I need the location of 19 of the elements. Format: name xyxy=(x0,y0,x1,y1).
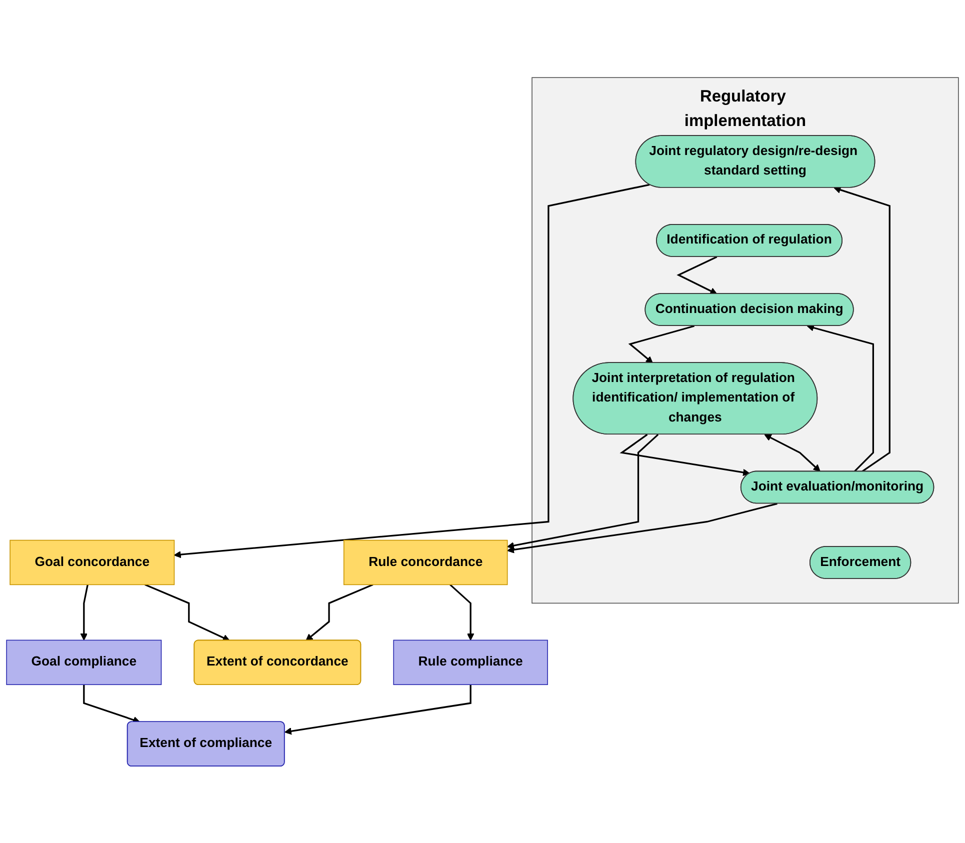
node-box: Rule concordance xyxy=(343,540,508,585)
node-box: Goal concordance xyxy=(10,540,175,585)
arrow xyxy=(628,324,695,364)
arrow xyxy=(450,584,474,640)
arrow xyxy=(676,256,718,294)
arrow xyxy=(83,684,140,724)
arrow xyxy=(806,324,874,472)
arrow xyxy=(764,434,820,472)
arrow xyxy=(507,502,778,553)
arrow xyxy=(507,434,659,549)
arrow xyxy=(144,584,230,641)
arrow xyxy=(80,584,88,640)
node-box: Rule compliance xyxy=(393,639,548,685)
arrow xyxy=(306,584,374,641)
node-box: Goal compliance xyxy=(6,639,162,685)
arrow xyxy=(284,684,472,734)
arrow xyxy=(174,184,650,558)
arrow xyxy=(620,434,750,476)
arrow xyxy=(834,186,890,472)
